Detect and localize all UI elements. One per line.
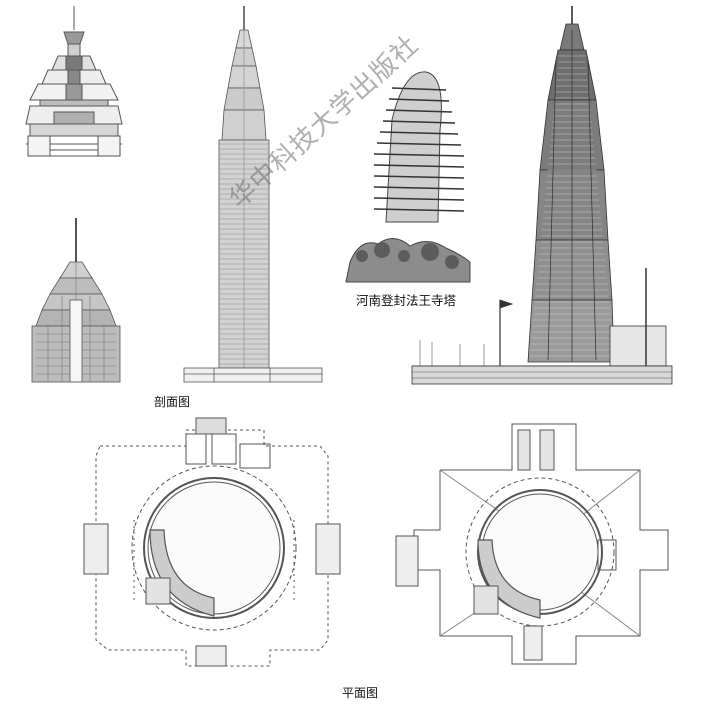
section-caption: 剖面图 bbox=[154, 395, 191, 409]
floor-plan-left bbox=[83, 417, 341, 667]
floor-plan-right bbox=[395, 423, 669, 665]
drawing-line bbox=[373, 208, 465, 212]
plan-caption: 平面图 bbox=[342, 686, 379, 700]
tower-elevation-drawing bbox=[411, 6, 673, 385]
pagoda-caption: 河南登封法王寺塔 bbox=[356, 293, 457, 308]
drawing-line bbox=[379, 131, 459, 135]
drawing-line bbox=[373, 197, 465, 201]
crown-elevation-drawing bbox=[31, 218, 121, 383]
drawing-line bbox=[376, 142, 462, 146]
tower-section-drawing bbox=[183, 6, 323, 383]
pagoda-drawing bbox=[345, 71, 471, 283]
drawing-line bbox=[373, 164, 465, 168]
drawing-line bbox=[373, 153, 465, 157]
drawing-line bbox=[382, 120, 456, 124]
drawing-line bbox=[391, 87, 447, 91]
crown-section-drawing bbox=[25, 6, 123, 157]
drawing-line bbox=[388, 98, 450, 102]
drawing-line bbox=[385, 109, 453, 113]
drawing-line bbox=[373, 175, 465, 179]
drawing-line bbox=[373, 186, 465, 190]
